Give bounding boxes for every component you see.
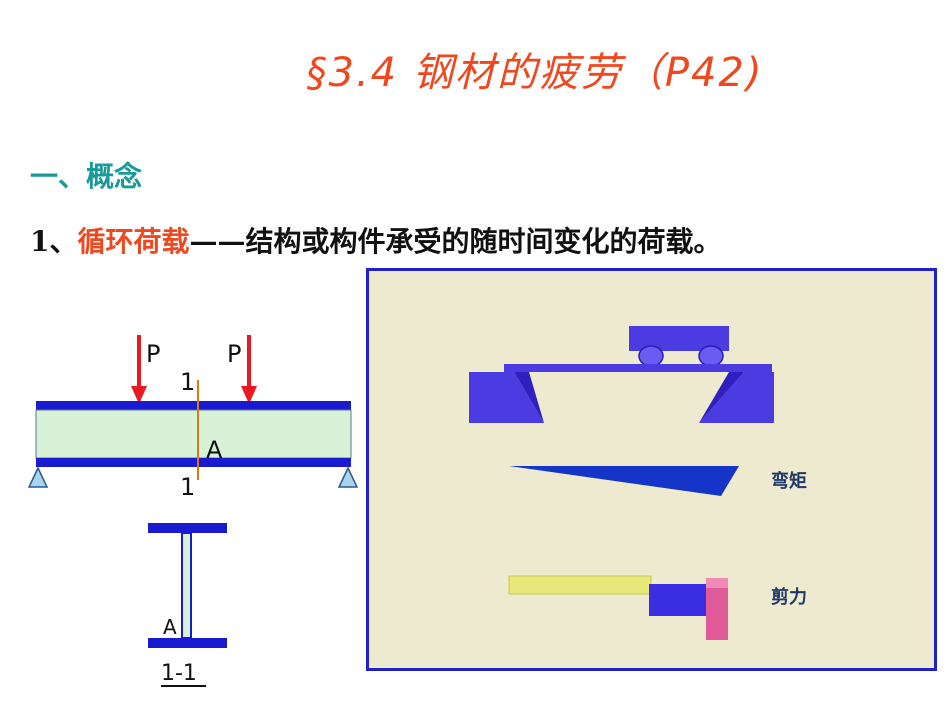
section-heading: 一、概念 xyxy=(30,160,143,193)
section-mark-top: 1 xyxy=(180,368,195,396)
moment-diagram xyxy=(509,466,739,496)
load-label-2: P xyxy=(227,340,241,368)
shear-diagram xyxy=(508,575,728,640)
load-label-1: P xyxy=(146,340,160,368)
load-arrow-1 xyxy=(131,335,147,404)
beam-diagram: P P 1 A 1 A 1-1 xyxy=(27,335,359,687)
moment-label: 弯矩 xyxy=(771,470,807,492)
concept-term: 循环荷载 xyxy=(77,225,190,258)
cross-section xyxy=(148,523,227,648)
concept-dash: —— xyxy=(189,225,246,258)
beam-top-flange xyxy=(36,401,351,410)
concept-definition-text: 结构或构件承受的随时间变化的荷载。 xyxy=(245,225,722,258)
animation-canvas: 弯矩 剪力 xyxy=(469,326,807,640)
concept-number: 1、 xyxy=(30,225,78,258)
section-mark-bottom: 1 xyxy=(180,473,195,501)
section-caption: 1-1 xyxy=(161,661,197,686)
point-label-a: A xyxy=(206,436,223,464)
slide-title: §3.4 钢材的疲劳（P42) xyxy=(306,50,764,96)
loading-frame xyxy=(469,326,774,423)
section-point-label-a: A xyxy=(163,615,177,639)
concept-definition: 1、循环荷载——结构或构件承受的随时间变化的荷载。 xyxy=(30,220,722,260)
right-support xyxy=(337,466,359,488)
left-support xyxy=(27,466,49,488)
beam-bottom-flange xyxy=(36,458,351,467)
beam-web xyxy=(35,409,352,459)
shear-label: 剪力 xyxy=(771,586,807,608)
load-arrow-2 xyxy=(241,335,257,404)
animation-panel: 弯矩 剪力 xyxy=(366,268,937,671)
